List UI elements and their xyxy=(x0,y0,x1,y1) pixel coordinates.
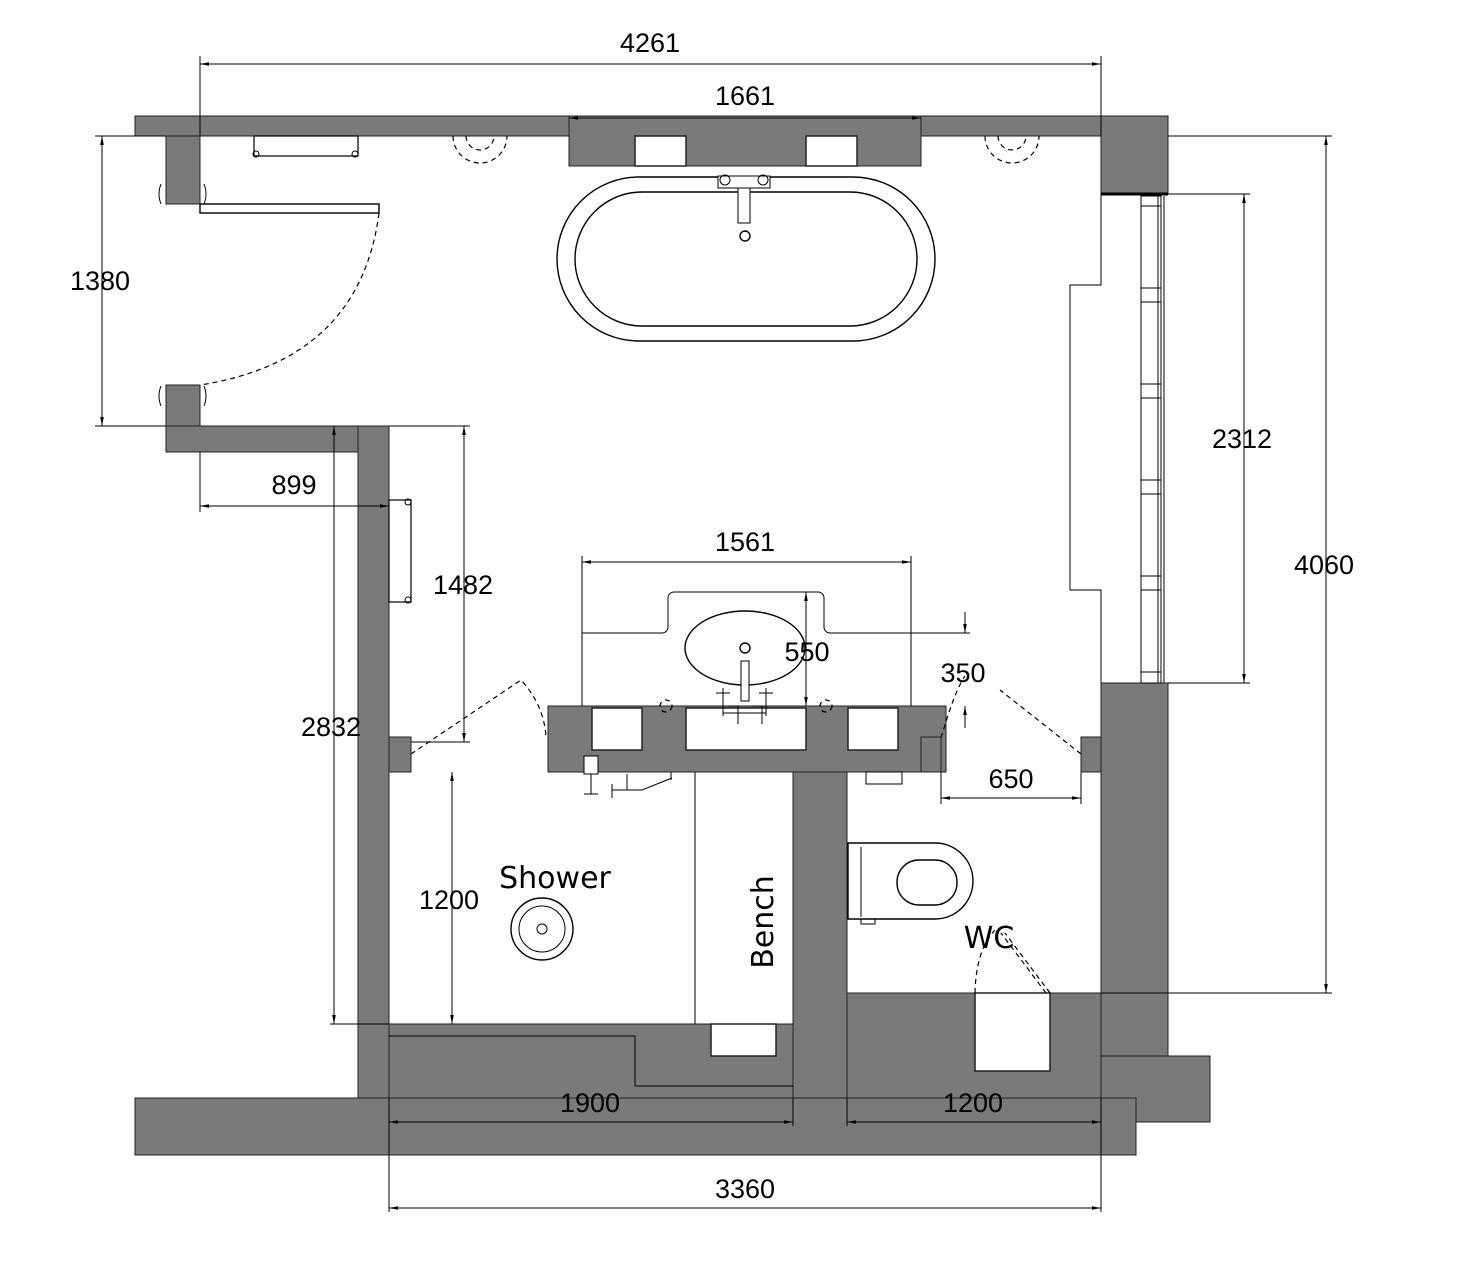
wc-door-swing-left xyxy=(940,675,966,739)
vanity-niche-center xyxy=(685,707,807,751)
shower-drain-icon xyxy=(510,897,574,961)
wall-light-left xyxy=(452,135,508,164)
dimension-labels: 4261 1661 1380 2312 4060 899 1482 2832 1… xyxy=(70,28,1354,1204)
dim-550: 550 xyxy=(784,637,829,667)
walls xyxy=(134,115,1211,1156)
top-niche-right xyxy=(805,135,858,167)
dim-2312: 2312 xyxy=(1212,424,1272,454)
wc-label: WC xyxy=(964,921,1015,956)
wc-back-wall xyxy=(846,992,1102,1099)
dimension-lines xyxy=(95,56,1332,1212)
basin-tap-icon xyxy=(716,660,773,724)
radiator-outline xyxy=(1069,194,1102,683)
bathtub xyxy=(556,174,936,342)
dim-1380: 1380 xyxy=(70,266,130,296)
dim-1200-shower: 1200 xyxy=(419,885,479,915)
left-wall xyxy=(357,425,390,1099)
shower-area xyxy=(410,679,696,1024)
door-stops xyxy=(158,183,207,407)
bench-label: Bench xyxy=(746,875,781,969)
dim-899: 899 xyxy=(271,470,316,500)
door-leaf xyxy=(199,203,380,214)
dim-350: 350 xyxy=(940,658,985,688)
towel-rail-left xyxy=(388,498,412,604)
window xyxy=(1069,192,1168,684)
door-swing-arc xyxy=(199,212,380,386)
wc-door-swing-right xyxy=(999,689,1082,755)
shower-label: Shower xyxy=(499,861,611,896)
wc-towel-rail xyxy=(865,771,903,785)
vanity-niche-left xyxy=(591,707,643,751)
dim-1561: 1561 xyxy=(715,527,775,557)
shower-wc-partition xyxy=(792,771,848,1099)
top-niche-left xyxy=(634,135,687,167)
dim-1661: 1661 xyxy=(715,81,775,111)
dim-1900: 1900 xyxy=(560,1088,620,1118)
toilet-seat xyxy=(896,859,958,906)
dim-4261: 4261 xyxy=(620,28,680,58)
basin-drain-icon xyxy=(739,642,751,654)
bottom-wall xyxy=(134,1097,1137,1156)
vanity xyxy=(581,591,912,724)
dim-1482: 1482 xyxy=(433,570,493,600)
bath-mixer-tap-icon xyxy=(717,174,771,224)
top-right-pier xyxy=(1100,115,1169,195)
wc-door-jamb-right xyxy=(1080,736,1102,773)
vanity-niche-right xyxy=(847,707,899,751)
shower-valve-icon xyxy=(583,755,673,798)
dim-2832: 2832 xyxy=(301,712,361,742)
shower-step-line xyxy=(389,1035,793,1087)
door-jamb-top xyxy=(165,135,201,205)
towel-rail-top xyxy=(252,135,359,158)
right-wall xyxy=(1100,682,1169,1057)
shower-door-swing xyxy=(410,679,547,755)
wc-door-jamb-left xyxy=(920,736,942,773)
entrance-door xyxy=(158,183,380,407)
shower-niche xyxy=(710,1023,777,1057)
dim-1200-wc: 1200 xyxy=(943,1088,1003,1118)
wc-cistern-flap xyxy=(974,929,996,994)
corridor-wall xyxy=(165,425,390,453)
bath-drain-icon xyxy=(739,230,751,242)
dim-3360: 3360 xyxy=(715,1174,775,1204)
dim-650: 650 xyxy=(988,764,1033,794)
bath-wall-block xyxy=(568,115,922,167)
dim-4060: 4060 xyxy=(1294,550,1354,580)
toilet xyxy=(847,675,1082,994)
wc-cistern-niche xyxy=(974,992,1051,1072)
wall-light-right xyxy=(984,135,1040,164)
shower-door-jamb xyxy=(388,736,412,773)
